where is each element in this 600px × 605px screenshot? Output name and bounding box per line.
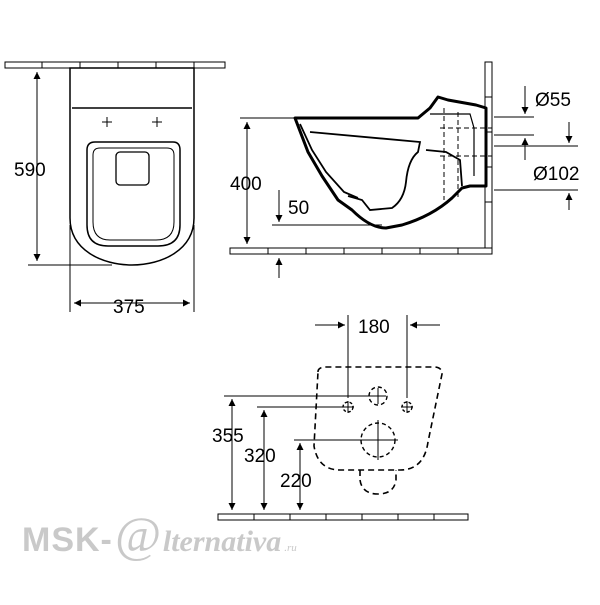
seat-outline — [86, 141, 181, 247]
dim-d55 — [494, 86, 534, 160]
watermark-tld: .ru — [284, 542, 297, 554]
dim-320-label: 320 — [244, 446, 276, 467]
seat-grip — [115, 151, 150, 186]
toilet-side-outline — [293, 95, 488, 230]
dim-355-label: 355 — [212, 426, 244, 447]
side-view: 400 50 Ø55 Ø102 — [229, 61, 579, 278]
dim-375 — [69, 225, 195, 312]
mounting-view: 180 355 320 220 — [212, 315, 469, 521]
wall-hatch-front — [4, 61, 226, 69]
dim-220 — [294, 439, 360, 510]
dim-590-label: 590 — [14, 160, 46, 181]
dim-375-label: 375 — [113, 297, 145, 318]
watermark-name: lternativa — [162, 525, 282, 558]
dim-50-label: 50 — [288, 198, 309, 219]
dim-d102 — [494, 122, 578, 210]
dim-400-label: 400 — [230, 174, 262, 195]
dim-d102-label: Ø102 — [533, 164, 579, 185]
toilet-front-outline — [69, 67, 195, 266]
front-view: 590 375 — [4, 61, 226, 318]
dim-220-label: 220 — [280, 471, 312, 492]
watermark-at: @ — [114, 506, 161, 562]
dim-400 — [240, 117, 294, 244]
dim-d55-label: Ø55 — [535, 90, 571, 111]
dim-355 — [224, 395, 370, 510]
dim-180-label: 180 — [358, 317, 390, 338]
watermark-prefix: MSK- — [22, 521, 113, 559]
watermark: MSK- @ lternativa .ru — [22, 505, 297, 563]
floor-hatch-side — [229, 247, 493, 255]
hinge-marks — [102, 117, 162, 127]
floor-hatch-bottom — [217, 513, 469, 521]
dim-320 — [257, 406, 342, 510]
dim-50 — [272, 190, 382, 278]
dim-180 — [315, 315, 440, 398]
